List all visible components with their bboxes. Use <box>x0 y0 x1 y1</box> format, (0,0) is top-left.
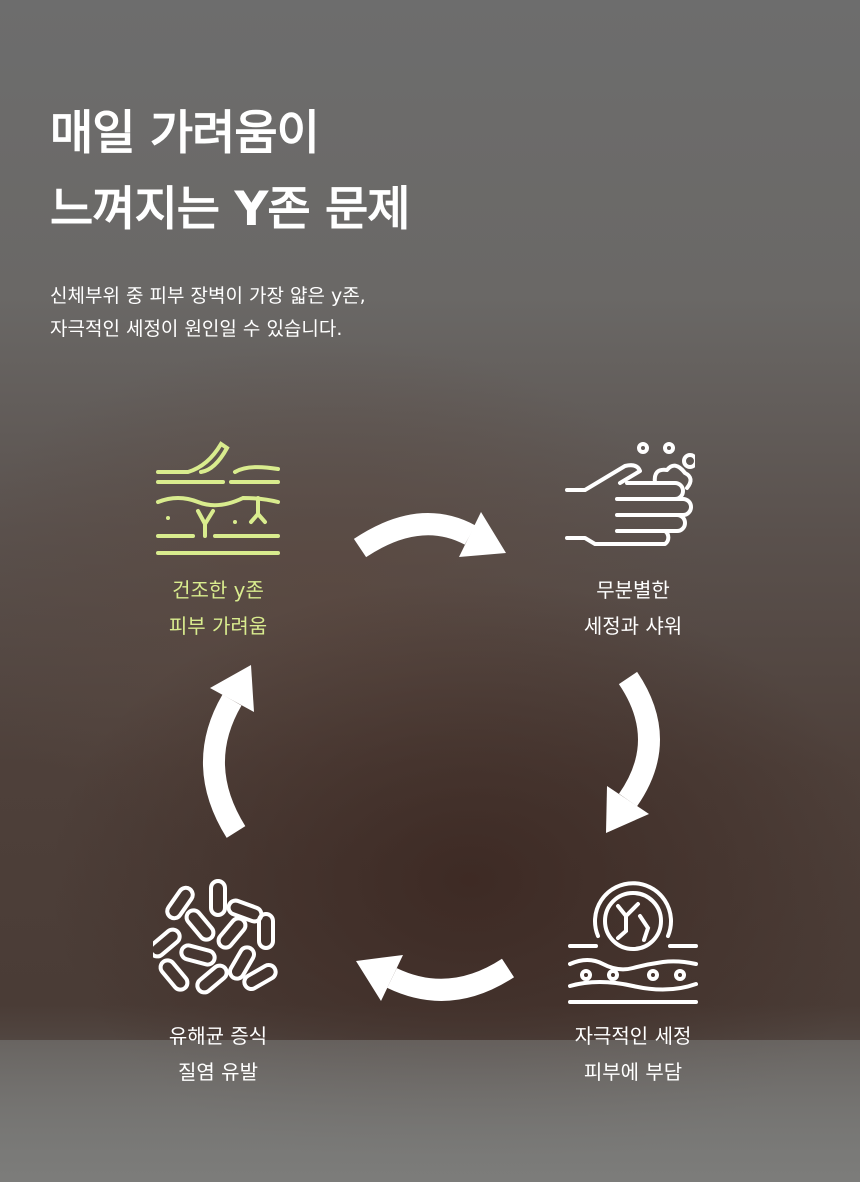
step-label-line-2: 피부에 부담 <box>583 1060 683 1084</box>
headline-line-2: 느껴지는 Y존 문제 <box>50 182 410 237</box>
hand-washing-icon <box>565 442 695 546</box>
cycle-step-bacteria: 유해균 증식 질염 유발 <box>98 1018 338 1090</box>
cycle-step-washing: 무분별한 세정과 샤워 <box>513 572 753 644</box>
step-label-line-1: 유해균 증식 <box>168 1024 268 1048</box>
step-label-line-1: 무분별한 <box>596 578 670 602</box>
background-bedsheet <box>0 1040 860 1182</box>
headline: 매일 가려움이 느껴지는 Y존 문제 <box>50 96 410 248</box>
arrow-right-icon <box>353 512 506 558</box>
step-label-line-1: 건조한 y존 <box>172 578 264 602</box>
step-label-line-2: 질염 유발 <box>178 1060 258 1084</box>
subtitle-line-1: 신체부위 중 피부 장벽이 가장 얇은 y존, <box>50 285 366 307</box>
arrow-up-icon <box>202 665 254 838</box>
step-label-line-2: 세정과 샤워 <box>583 614 683 638</box>
headline-line-1: 매일 가려움이 <box>50 106 320 161</box>
arrow-left-icon <box>356 955 515 1001</box>
cycle-step-irritation: 자극적인 세정 피부에 부담 <box>513 1018 753 1090</box>
dry-skin-icon <box>156 441 280 555</box>
skin-irritation-icon <box>568 881 698 1004</box>
bacteria-icon <box>153 879 278 995</box>
subtitle-line-2: 자극적인 세정이 원인일 수 있습니다. <box>50 318 343 340</box>
step-label-line-2: 피부 가려움 <box>168 614 268 638</box>
subtitle: 신체부위 중 피부 장벽이 가장 얇은 y존, 자극적인 세정이 원인일 수 있… <box>50 280 366 346</box>
arrow-down-icon <box>606 671 660 833</box>
cycle-step-dry-skin: 건조한 y존 피부 가려움 <box>98 572 338 644</box>
step-label-line-1: 자극적인 세정 <box>574 1024 692 1048</box>
